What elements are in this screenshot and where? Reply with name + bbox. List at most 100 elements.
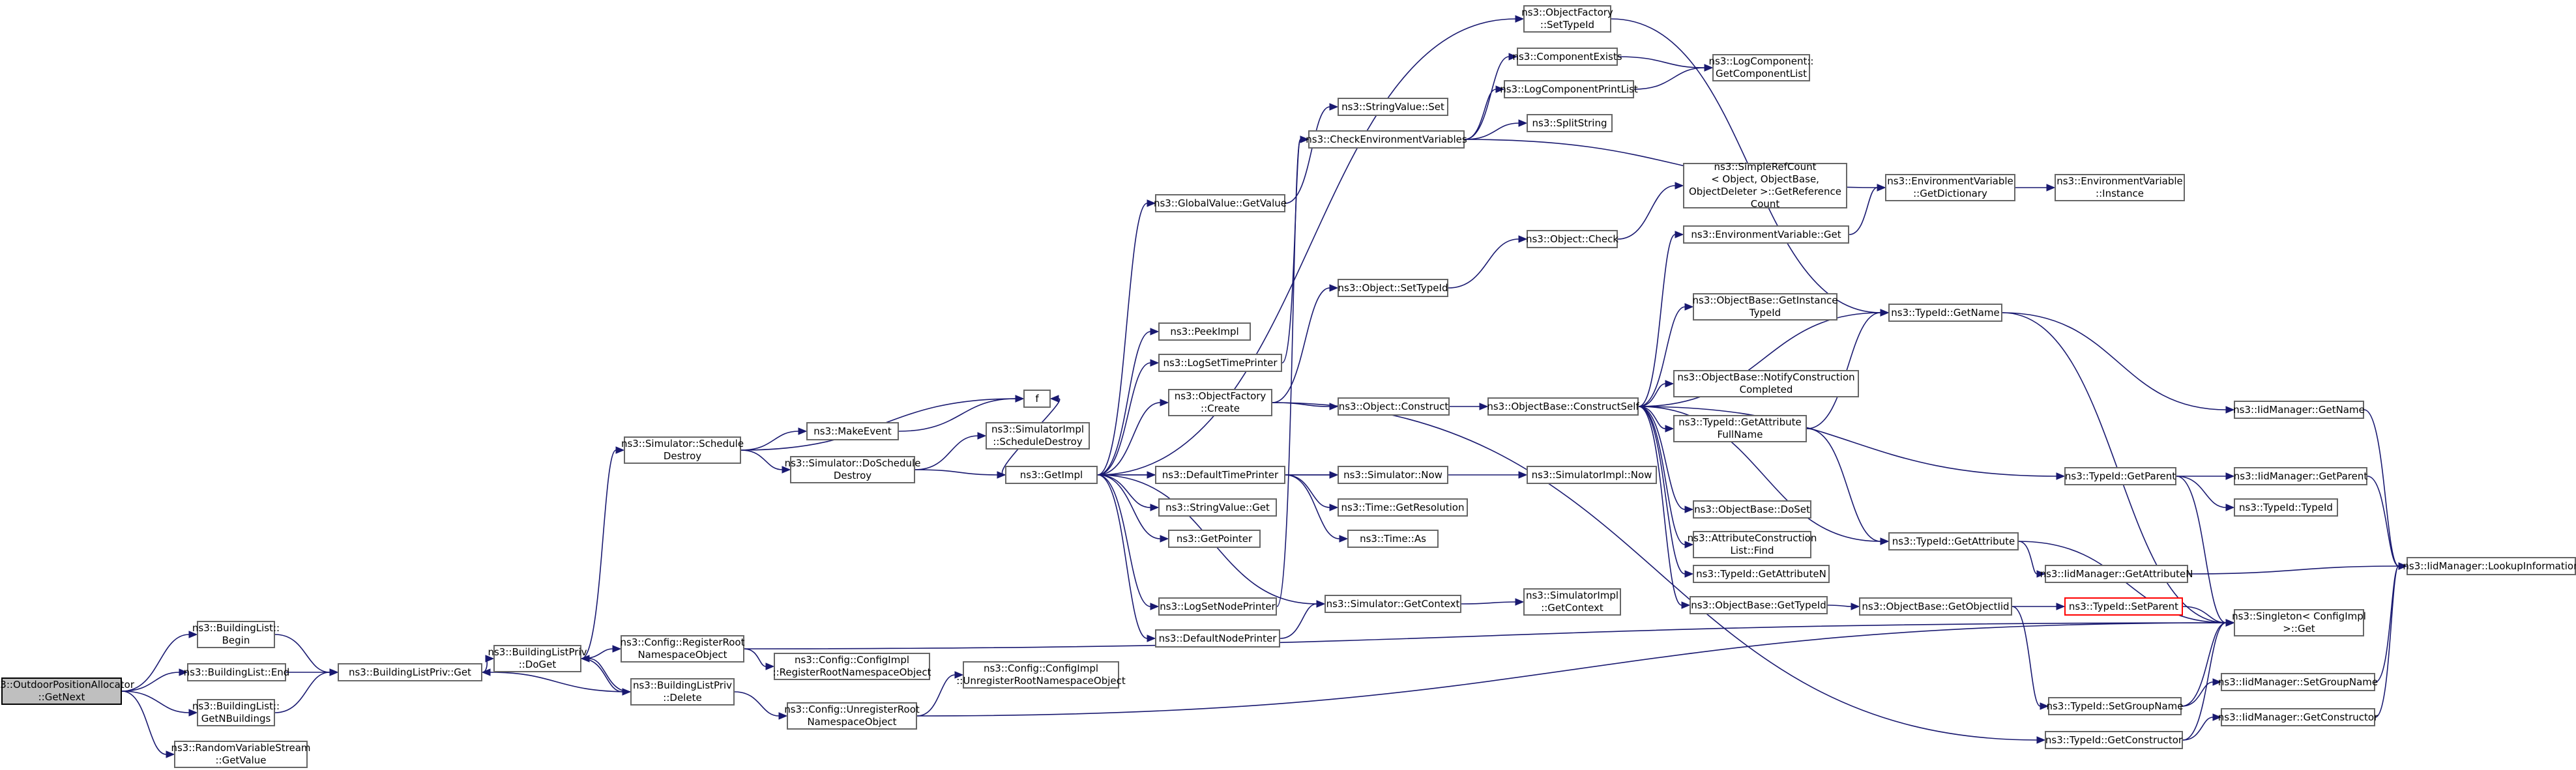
call-edge-50 xyxy=(1464,122,1519,140)
graph-node-object-construct[interactable]: ns3::Object::Construct xyxy=(1338,397,1450,416)
graph-node-stringvalue-set[interactable]: ns3::StringValue::Set xyxy=(1338,98,1448,116)
graph-node-splitstring[interactable]: ns3::SplitString xyxy=(1527,114,1613,132)
graph-node-defaulttimeprinter[interactable]: ns3::DefaultTimePrinter xyxy=(1155,466,1285,484)
graph-node-label: ns3::ObjectBase::GetObjectIid xyxy=(1862,600,2010,612)
arrowhead-icon xyxy=(1150,328,1160,335)
graph-node-cfgimpl-register[interactable]: ns3::Config::ConfigImpl::RegisterRootNam… xyxy=(773,653,931,680)
graph-node-time-as[interactable]: ns3::Time::As xyxy=(1347,530,1439,548)
graph-node-getpointer[interactable]: ns3::GetPointer xyxy=(1168,530,1261,548)
graph-node-globalvalue-getvalue[interactable]: ns3::GlobalValue::GetValue xyxy=(1154,194,1287,212)
graph-node-iidmgr-lookupinformation[interactable]: ns3::IidManager::LookupInformation xyxy=(2403,557,2576,575)
graph-node-label: ns3::Config::UnregisterRoot xyxy=(784,704,920,715)
graph-node-make-event[interactable]: ns3::MakeEvent xyxy=(806,422,899,440)
graph-node-label: ns3::Time::As xyxy=(1360,532,1426,545)
graph-node-constructself[interactable]: ns3::ObjectBase::ConstructSelf xyxy=(1487,397,1639,416)
graph-node-singleton-get[interactable]: ns3::Singleton< ConfigImpl>::Get xyxy=(2232,609,2366,636)
arrowhead-icon xyxy=(1160,399,1169,406)
graph-node-sim-getcontext[interactable]: ns3::Simulator::GetContext xyxy=(1325,595,1461,613)
graph-node-label: ns3::IidManager::LookupInformation xyxy=(2403,560,2576,572)
arrowhead-icon xyxy=(1339,535,1349,543)
graph-node-label: GetNBuildings xyxy=(201,713,271,724)
graph-node-checkenv[interactable]: ns3::CheckEnvironmentVariables xyxy=(1306,130,1467,149)
graph-node-peekimpl[interactable]: ns3::PeekImpl xyxy=(1158,322,1251,341)
call-edge-38 xyxy=(1281,139,1301,364)
graph-node-rvs-getvalue[interactable]: ns3::RandomVariableStream::GetValue xyxy=(171,741,311,768)
graph-node-iidmgr-getparent[interactable]: ns3::IidManager::GetParent xyxy=(2234,467,2367,485)
graph-node-logcomponentprintlist[interactable]: ns3::LogComponentPrintList xyxy=(1500,80,1638,98)
call-edge-57 xyxy=(1633,67,1705,90)
graph-node-simimpl-schedule-destroy[interactable]: ns3::SimulatorImpl::ScheduleDestroy xyxy=(986,422,1090,449)
graph-node-typeid-typeid[interactable]: ns3::TypeId::TypeId xyxy=(2234,498,2338,517)
graph-node-typeid-getattributen[interactable]: ns3::TypeId::GetAttributeN xyxy=(1693,565,1830,583)
arrowhead-icon xyxy=(1684,506,1694,513)
call-edge-28 xyxy=(1097,402,1161,476)
graph-node-sim-now[interactable]: ns3::Simulator::Now xyxy=(1338,466,1448,484)
arrowhead-icon xyxy=(1877,184,1886,192)
graph-node-f[interactable]: f xyxy=(1023,390,1051,408)
graph-node-time-getresolution[interactable]: ns3::Time::GetResolution xyxy=(1338,498,1468,517)
graph-node-label: ns3::Simulator::DoSchedule xyxy=(784,457,921,469)
graph-node-simplerefcount[interactable]: ns3::SimpleRefCount< Object, ObjectBase,… xyxy=(1683,161,1847,210)
graph-node-stringvalue-get[interactable]: ns3::StringValue::Get xyxy=(1158,498,1277,517)
graph-node-defaultnodeprinter[interactable]: ns3::DefaultNodePrinter xyxy=(1155,629,1280,648)
graph-node-blp-delete[interactable]: ns3::BuildingListPriv::Delete xyxy=(630,678,735,706)
graph-node-getnext[interactable]: ns3::OutdoorPositionAllocator::GetNext xyxy=(0,677,134,705)
graph-node-iidmgr-getconstructor[interactable]: ns3::IidManager::GetConstructor xyxy=(2218,708,2378,726)
graph-node-objectfactory-create[interactable]: ns3::ObjectFactory::Create xyxy=(1168,389,1272,416)
graph-node-objectbase-gettypeid[interactable]: ns3::ObjectBase::GetTypeId xyxy=(1690,596,1828,614)
graph-node-iidmgr-getname[interactable]: ns3::IidManager::GetName xyxy=(2233,401,2365,419)
graph-node-simimpl-now[interactable]: ns3::SimulatorImpl::Now xyxy=(1527,466,1657,484)
arrowhead-icon xyxy=(1518,235,1528,243)
graph-node-typeid-getname[interactable]: ns3::TypeId::GetName xyxy=(1888,304,2002,322)
graph-node-label: Destroy xyxy=(663,450,702,462)
graph-node-logcomponent-getlist[interactable]: ns3::LogComponent::GetComponentList xyxy=(1709,54,1813,81)
arrowhead-icon xyxy=(1329,103,1339,111)
arrowhead-icon xyxy=(2398,562,2408,570)
graph-node-simimpl-getcontext[interactable]: ns3::SimulatorImpl::GetContext xyxy=(1523,588,1621,616)
graph-node-bl-begin[interactable]: ns3::BuildingList::Begin xyxy=(192,621,280,648)
graph-node-typeid-getparent[interactable]: ns3::TypeId::GetParent xyxy=(2064,467,2176,485)
arrowhead-icon xyxy=(1665,380,1675,388)
arrowhead-icon xyxy=(1329,504,1339,511)
arrowhead-icon xyxy=(580,655,590,663)
graph-node-typeid-getattribute[interactable]: ns3::TypeId::GetAttribute xyxy=(1888,532,2019,550)
graph-node-iidmgr-setgroupname[interactable]: ns3::IidManager::SetGroupName xyxy=(2218,673,2378,691)
graph-node-bl-end[interactable]: ns3::BuildingList::End xyxy=(184,663,289,681)
arrowhead-icon xyxy=(2040,702,2049,710)
graph-node-typeid-setparent[interactable]: ns3::TypeId::SetParent xyxy=(2064,597,2183,616)
call-edge-33 xyxy=(1097,474,1148,639)
graph-node-typeid-getconstructor[interactable]: ns3::TypeId::GetConstructor xyxy=(2045,731,2183,749)
graph-node-envvar-getdictionary[interactable]: ns3::EnvironmentVariable::GetDictionary xyxy=(1885,174,2015,201)
graph-node-objectbase-doset[interactable]: ns3::ObjectBase::DoSet xyxy=(1693,500,1811,519)
call-edge-14 xyxy=(740,431,799,451)
arrowhead-icon xyxy=(1049,395,1059,403)
graph-node-cfgimpl-unregister[interactable]: ns3::Config::ConfigImpl::UnregisterRootN… xyxy=(956,661,1126,689)
graph-node-iidmgr-getattributen[interactable]: ns3::IidManager::GetAttributeN xyxy=(2040,565,2193,583)
graph-node-logsetnodeprinter[interactable]: ns3::LogSetNodePrinter xyxy=(1158,597,1277,616)
graph-node-typeid-setgroupname[interactable]: ns3::TypeId::SetGroupName xyxy=(2046,697,2184,715)
graph-node-object-check[interactable]: ns3::Object::Check xyxy=(1526,230,1618,248)
graph-node-object-settypeid[interactable]: ns3::Object::SetTypeId xyxy=(1338,279,1448,297)
graph-node-envvar-instance[interactable]: ns3::EnvironmentVariable::Instance xyxy=(2055,174,2185,201)
graph-node-componentexists[interactable]: ns3::ComponentExists xyxy=(1512,48,1622,66)
graph-node-objectfactory-settypeid[interactable]: ns3::ObjectFactory::SetTypeId xyxy=(1521,5,1613,33)
graph-node-label: NamespaceObject xyxy=(807,716,897,728)
graph-node-getimpl[interactable]: ns3::GetImpl xyxy=(1005,466,1098,484)
graph-node-objectbase-getobjectiid[interactable]: ns3::ObjectBase::GetObjectIid xyxy=(1859,597,2012,616)
graph-node-blp-get[interactable]: ns3::BuildingListPriv::Get xyxy=(338,663,482,681)
graph-node-envvar-get[interactable]: ns3::EnvironmentVariable::Get xyxy=(1683,225,1849,244)
graph-node-blp-doget[interactable]: ns3::BuildingListPriv::DoGet xyxy=(488,645,587,672)
graph-node-logsettimeprinter[interactable]: ns3::LogSetTimePrinter xyxy=(1158,354,1282,372)
call-edge-58 xyxy=(1617,185,1676,240)
graph-node-label: ns3::DefaultTimePrinter xyxy=(1162,468,1279,481)
graph-node-bl-getn[interactable]: ns3::BuildingList::GetNBuildings xyxy=(192,699,280,726)
